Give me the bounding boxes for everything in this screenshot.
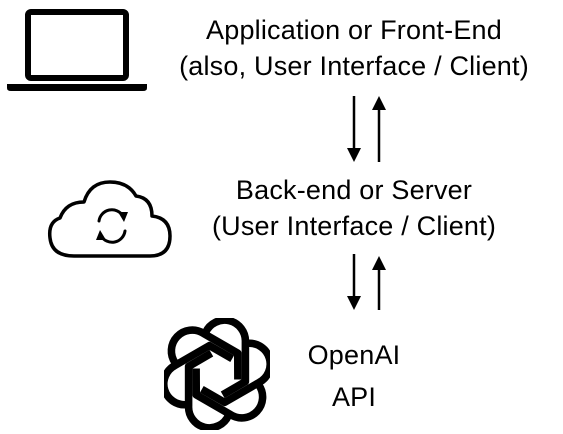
down-arrow: [347, 96, 361, 162]
frontend-subtitle: (also, User Interface / Client): [179, 51, 529, 81]
api-title: OpenAI: [307, 340, 401, 370]
frontend-title: Application or Front-End: [206, 15, 502, 45]
frontend-label: Application or Front-End (also, User Int…: [150, 12, 558, 84]
api-label: OpenAI API: [284, 334, 424, 418]
up-arrow: [372, 96, 386, 162]
backend-label: Back-end or Server (User Interface / Cli…: [180, 172, 528, 244]
backend-title: Back-end or Server: [235, 175, 473, 205]
laptop-icon: [7, 9, 147, 91]
backend-subtitle: (User Interface / Client): [211, 211, 497, 241]
down-arrow: [347, 254, 361, 310]
frontend-backend-connector: [347, 96, 386, 162]
sync-arrows: [96, 208, 128, 244]
cloud-sync-icon: [47, 180, 172, 258]
up-arrow: [372, 256, 386, 310]
api-subtitle: API: [331, 382, 377, 412]
openai-logo-icon: [164, 318, 270, 430]
backend-api-connector: [347, 254, 386, 310]
